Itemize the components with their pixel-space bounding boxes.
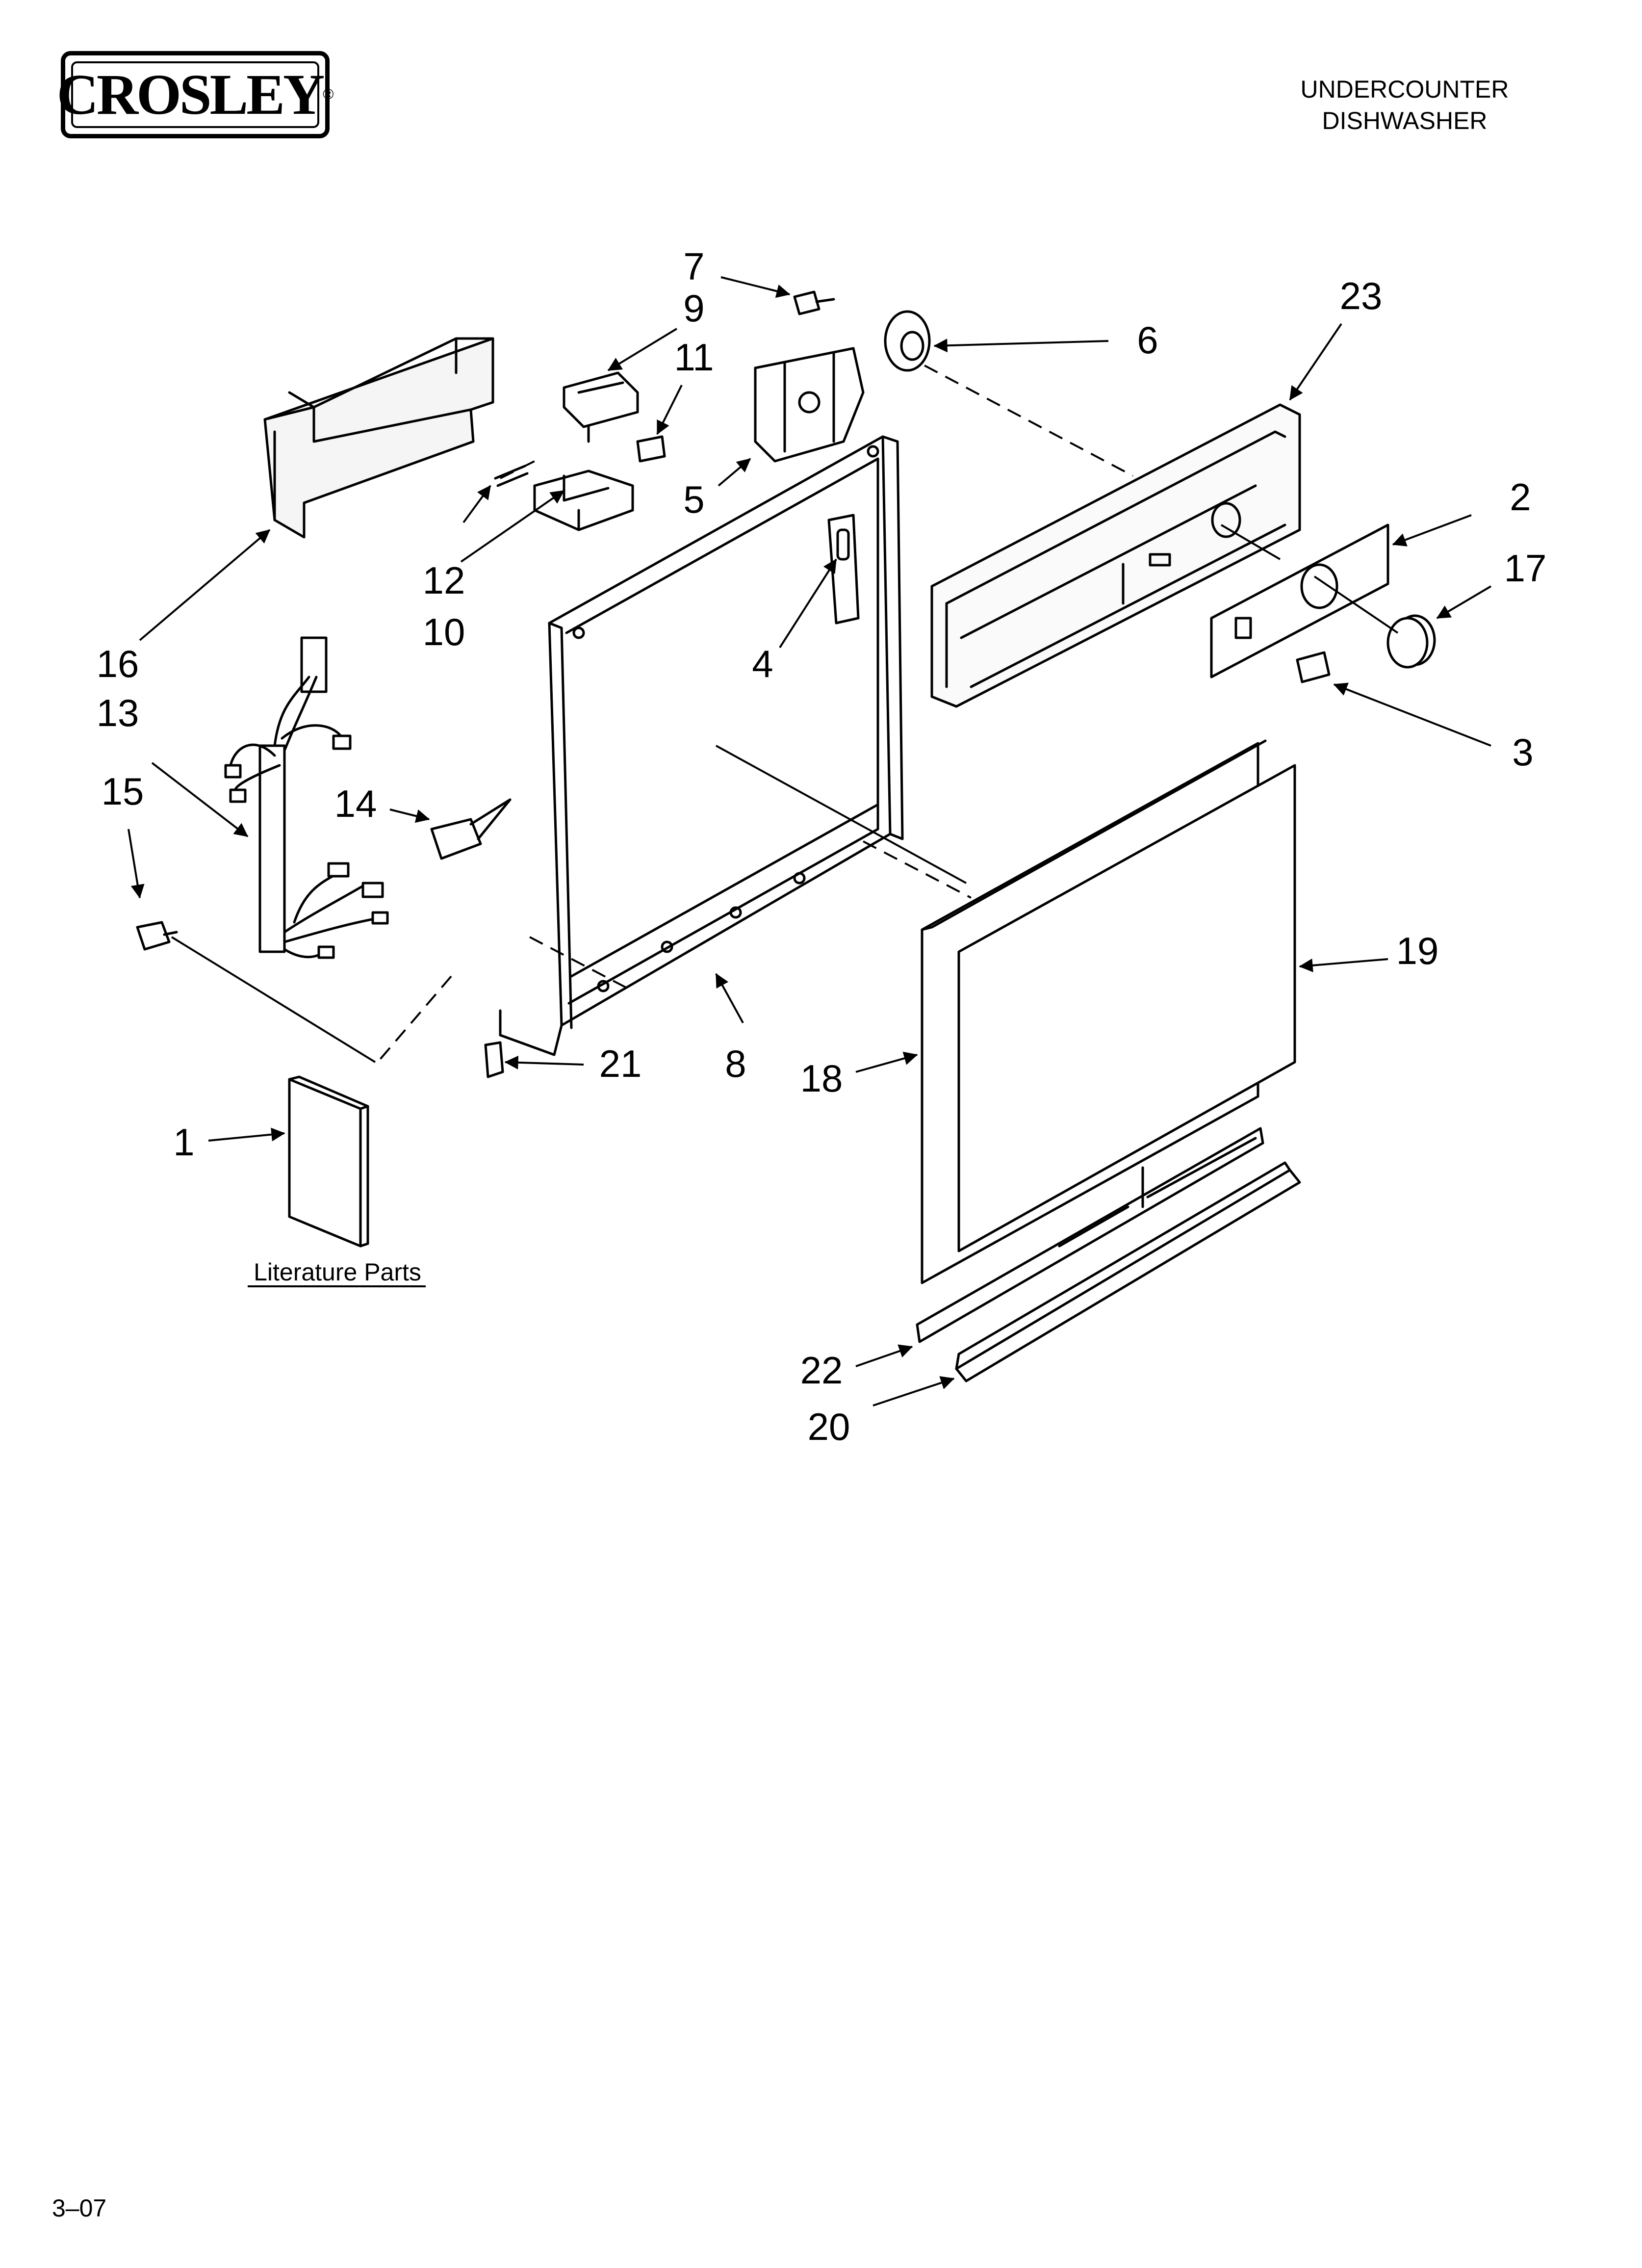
part-9-latch (563, 371, 639, 443)
callout-10: 10 (423, 610, 465, 653)
callout-19: 19 (1396, 929, 1439, 972)
part-5-latch-assembly (754, 347, 865, 463)
part-15-screw (136, 921, 178, 951)
arrow-22 (855, 1344, 913, 1367)
callout-23: 23 (1340, 274, 1383, 317)
part-4-bracket (827, 514, 860, 625)
part-17-knob (1386, 614, 1436, 669)
page-code: 3–07 (52, 2194, 107, 2222)
arrow-5 (718, 458, 751, 487)
arrow-6 (933, 339, 1109, 353)
callout-15: 15 (102, 770, 144, 813)
arrow-11 (656, 385, 683, 435)
arrow-10 (460, 490, 565, 563)
crosley-logo: CROSLEY® (57, 51, 334, 138)
callout-16: 16 (97, 642, 139, 685)
part-7-screw (793, 290, 835, 315)
callout-1: 1 (173, 1121, 194, 1164)
callout-21: 21 (599, 1042, 642, 1085)
callout-6: 6 (1137, 318, 1158, 362)
arrow-17 (1436, 585, 1492, 619)
leader-lines (171, 524, 1399, 1063)
registered-mark: ® (323, 86, 334, 103)
arrow-3 (1333, 682, 1491, 747)
arrow-4 (779, 558, 837, 649)
part-23-control-panel (930, 403, 1301, 708)
callout-arrows (128, 276, 1492, 1407)
arrow-2 (1392, 514, 1472, 547)
arrow-14 (389, 808, 430, 823)
arrow-9 (607, 328, 678, 371)
part-16-wire-cover (263, 337, 494, 539)
part-2-decal (1210, 523, 1389, 678)
callout-7: 7 (683, 245, 704, 288)
arrow-7 (720, 276, 791, 298)
part-14-connector (430, 798, 512, 860)
arrow-12 (462, 485, 491, 523)
part-21-clip (484, 1041, 504, 1078)
alignment-lines (377, 365, 1133, 1063)
title-line-2: DISHWASHER (1322, 107, 1488, 134)
arrow-13 (151, 762, 249, 837)
callout-9: 9 (683, 287, 704, 330)
callout-22: 22 (800, 1349, 843, 1392)
arrow-21 (504, 1055, 584, 1069)
arrow-1 (208, 1127, 285, 1142)
callout-18: 18 (800, 1057, 843, 1100)
callout-4: 4 (752, 642, 773, 685)
logo-text: CROSLEY (56, 62, 325, 127)
callout-8: 8 (725, 1042, 746, 1085)
part-22-trim-strip (916, 1127, 1264, 1343)
callout-3: 3 (1512, 730, 1533, 774)
arrow-18 (855, 1051, 918, 1073)
callout-17: 17 (1504, 547, 1547, 590)
part-13-wire-harness (224, 636, 389, 959)
part-8-door-frame (499, 435, 904, 1056)
literature-parts-label: Literature Parts (254, 1258, 421, 1286)
callout-labels: 7 9 11 5 6 23 2 17 3 12 10 16 13 15 14 4… (97, 245, 1547, 1448)
arrow-23 (1289, 323, 1342, 401)
part-19-door-panel (921, 739, 1296, 1252)
callout-11: 11 (674, 336, 714, 379)
callout-13: 13 (97, 691, 139, 734)
arrow-16 (139, 529, 271, 641)
part-3-switch (1296, 651, 1331, 683)
callout-12: 12 (423, 559, 465, 602)
part-12-spacer (494, 465, 529, 487)
arrow-20 (872, 1376, 955, 1407)
part-20-bottom-trim (955, 1161, 1301, 1382)
arrow-19 (1299, 958, 1388, 972)
callout-5: 5 (683, 478, 704, 521)
title-line-1: UNDERCOUNTER (1300, 76, 1509, 103)
arrow-15 (128, 829, 145, 899)
callout-14: 14 (334, 782, 377, 825)
callout-2: 2 (1510, 475, 1531, 519)
part-1-literature-book (288, 1075, 369, 1248)
part-11-switch (636, 435, 666, 463)
page-title: UNDERCOUNTER DISHWASHER (1233, 74, 1576, 136)
callout-20: 20 (808, 1405, 850, 1448)
arrow-8 (715, 973, 744, 1023)
part-6-dial (884, 310, 931, 372)
